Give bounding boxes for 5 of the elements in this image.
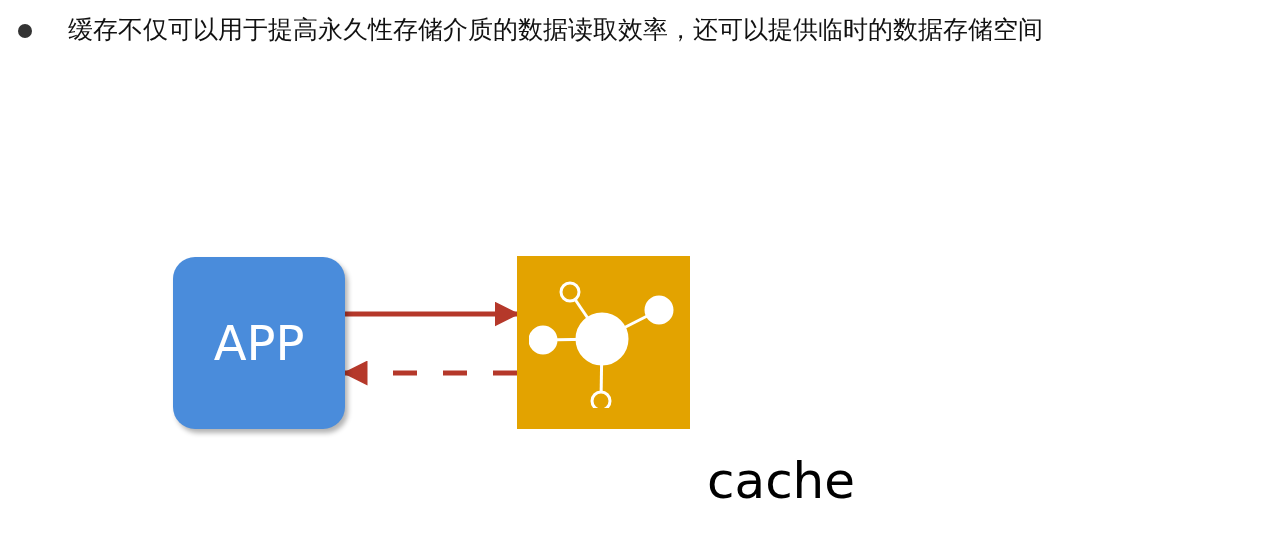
app-box bbox=[173, 257, 345, 429]
bullet-text: 缓存不仅可以用于提高永久性存储介质的数据读取效率，还可以提供临时的数据存储空间 bbox=[68, 14, 1043, 46]
box-label: APP bbox=[213, 315, 305, 371]
node-caption: cache bbox=[707, 451, 856, 511]
cache-box bbox=[517, 256, 690, 429]
